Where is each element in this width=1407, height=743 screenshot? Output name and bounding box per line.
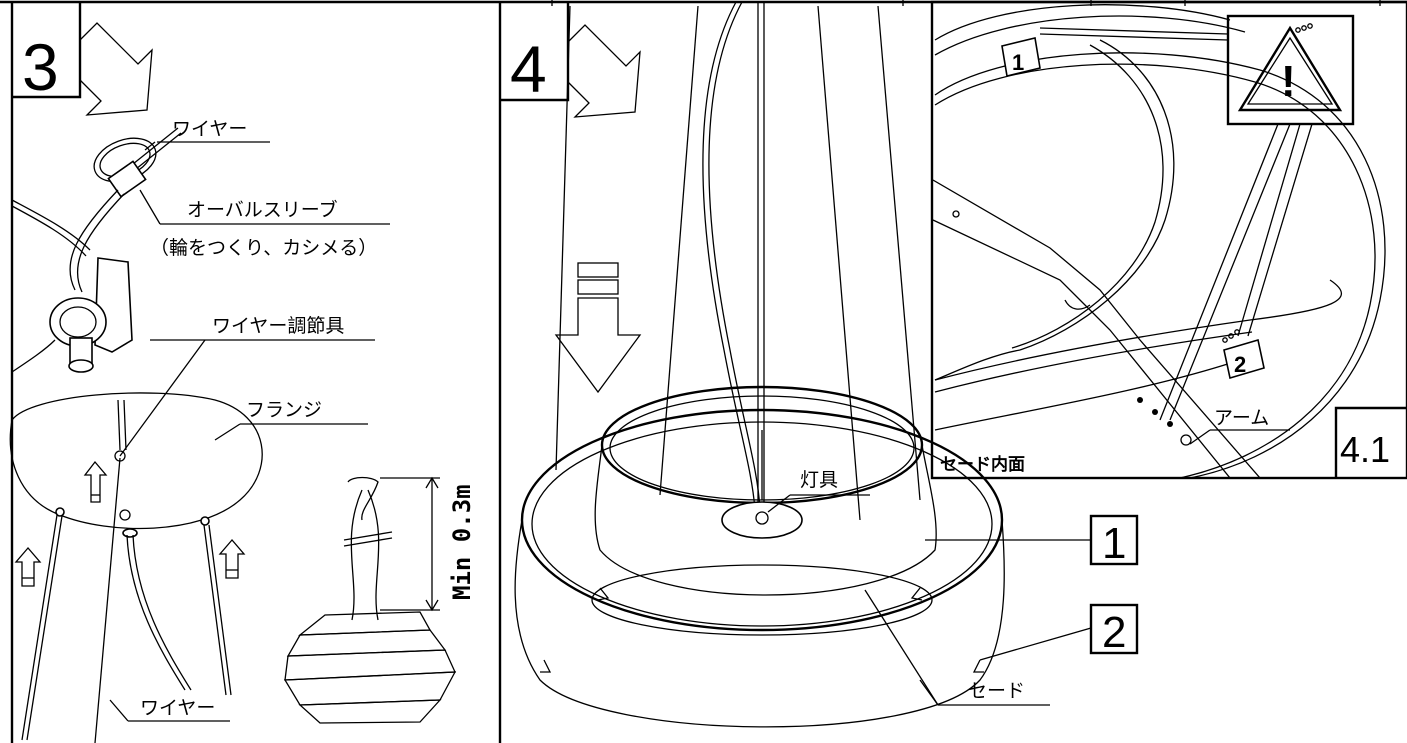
step4-leaders — [767, 494, 1050, 706]
svg-text:2: 2 — [1234, 352, 1246, 377]
step4-wires — [555, 1, 921, 521]
flange-shape — [9, 392, 263, 538]
svg-text:2: 2 — [1102, 608, 1126, 657]
detail-tag-1: 1 — [1001, 37, 1041, 77]
svg-text:1: 1 — [1102, 519, 1126, 568]
step4-direction-arrow — [567, 24, 641, 118]
detail-number: 4.1 — [1340, 429, 1390, 470]
min-height-label: Min 0.3m — [448, 484, 476, 600]
step4-panel: 4 — [500, 1, 1139, 728]
shade-inner-label: セード内面 — [940, 454, 1025, 475]
step3-number: 3 — [22, 30, 59, 104]
sleeve-note: （輪をつくり、カシメる） — [150, 237, 377, 259]
wire-adjuster-shape — [11, 257, 133, 373]
shade-assembly — [514, 385, 1005, 728]
wire-label-bottom: ワイヤー — [140, 697, 215, 719]
step3-leaders — [109, 141, 390, 722]
shade-label: セード — [968, 680, 1025, 702]
step3-panel: 3 — [9, 2, 476, 743]
fixture-label: 灯具 — [800, 469, 838, 491]
arm-label: アーム — [1214, 407, 1269, 429]
oval-sleeve-shape — [107, 160, 147, 198]
detail-number-box: 4.1 — [1334, 406, 1407, 478]
step3-number-box: 3 — [12, 2, 82, 104]
step4-number: 4 — [510, 32, 547, 106]
wire-loop — [11, 127, 182, 293]
detail-4-1-panel: 1 2 ! アーム セード内面 4.1 — [930, 0, 1407, 480]
wire-adjuster-label: ワイヤー調節具 — [212, 315, 344, 337]
mini-lamp: Min 0.3m — [283, 476, 476, 724]
svg-text:!: ! — [1281, 57, 1296, 106]
step4-number-box: 4 — [500, 2, 570, 106]
part-tag-2: 2 — [979, 603, 1139, 661]
oval-sleeve-label: オーバルスリーブ — [187, 198, 338, 221]
flange-label: フランジ — [246, 399, 322, 421]
warning-icon: ! — [1039, 14, 1355, 421]
part-tag-1: 1 — [925, 514, 1139, 568]
detail-tag-2: 2 — [1223, 338, 1265, 380]
wire-label-top: ワイヤー — [172, 118, 247, 140]
step3-direction-arrow — [79, 22, 153, 116]
up-arrows — [14, 460, 246, 587]
svg-text:1: 1 — [1012, 50, 1024, 75]
suspension-wires — [21, 457, 232, 743]
down-arrow — [554, 262, 642, 394]
